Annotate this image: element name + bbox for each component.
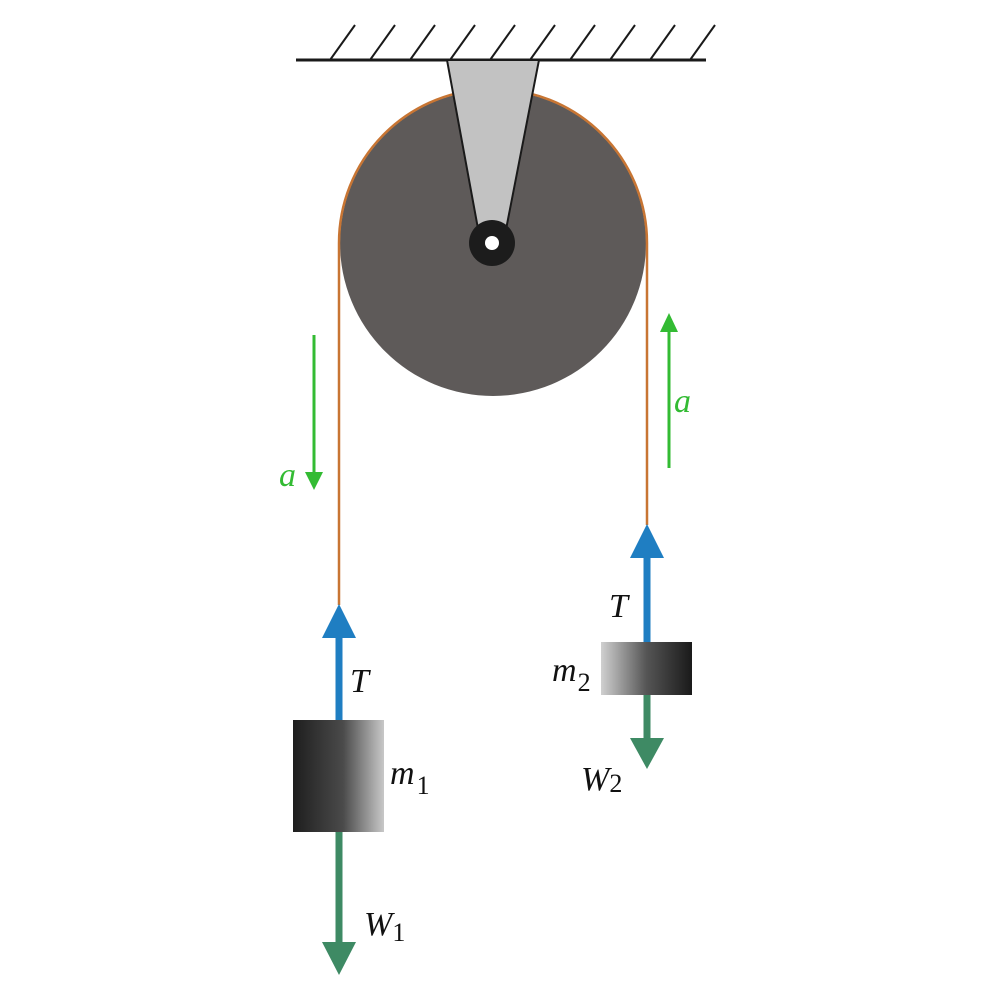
ceiling-hatch-line (449, 24, 476, 61)
ceiling-hatch-line (369, 24, 396, 61)
weight-arrow-2 (630, 695, 664, 769)
weight2-subscript: 2 (609, 769, 622, 798)
ceiling-hatch-line (649, 24, 676, 61)
left-tension-label: T (350, 663, 371, 700)
ceiling-hatch-line (529, 24, 556, 61)
axle-pin (485, 236, 499, 250)
ceiling-hatch-line (609, 24, 636, 61)
mass2-letter: m (552, 652, 577, 689)
mass-block-1 (293, 720, 384, 832)
right-acceleration-label: a (674, 383, 691, 420)
mass1-subscript: 1 (417, 771, 430, 800)
ceiling-hatch-line (329, 24, 356, 61)
weight1-subscript: 1 (392, 918, 405, 947)
mass1-label: m1 (390, 755, 430, 800)
weight2-letter: W (581, 761, 612, 798)
ceiling-hatch-line (489, 24, 516, 61)
mass2-subscript: 2 (578, 668, 591, 697)
ceiling-hatch-line (689, 24, 716, 61)
ceiling-hatches (329, 24, 716, 61)
ceiling-hatch-line (409, 24, 436, 61)
ceiling (296, 24, 716, 62)
mass1-letter: m (390, 755, 415, 792)
ceiling-hatch-line (569, 24, 596, 61)
right-tension-arrow (630, 524, 664, 642)
weight-arrow-1 (322, 832, 356, 975)
right-tension-label: T (609, 588, 630, 625)
left-tension-arrow (322, 604, 356, 720)
mass2-label: m2 (552, 652, 591, 697)
weight1-letter: W (364, 906, 395, 943)
right-acceleration-arrow (660, 313, 678, 468)
left-acceleration-arrow (305, 335, 323, 490)
mass-block-2 (601, 642, 692, 695)
weight2-label: W2 (581, 761, 622, 798)
weight1-label: W1 (364, 906, 405, 947)
left-acceleration-label: a (279, 457, 296, 494)
